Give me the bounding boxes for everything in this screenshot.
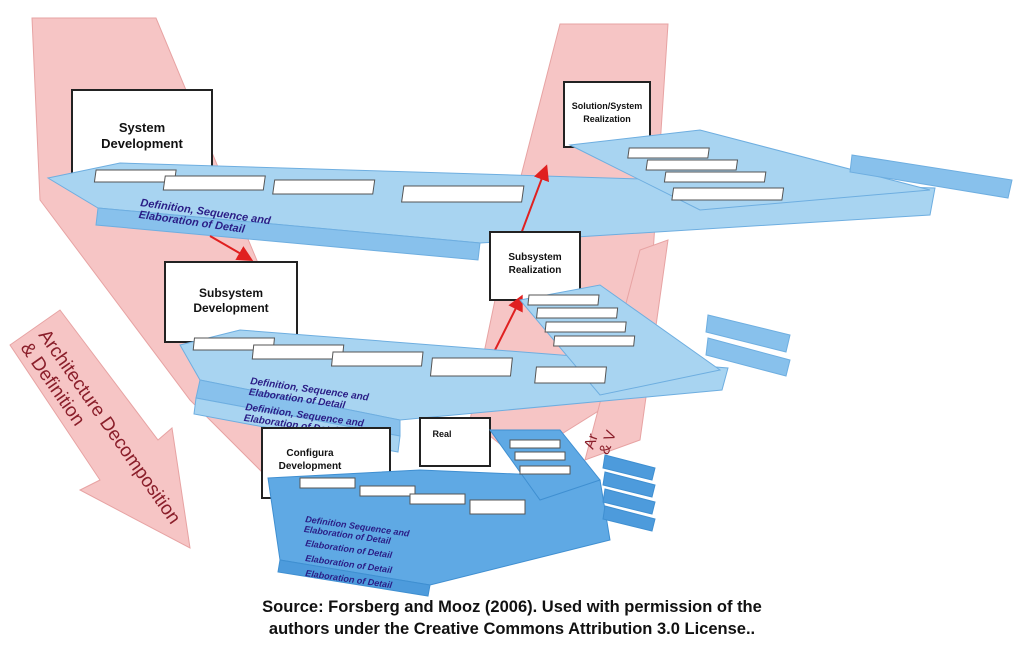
caption-line-2: authors under the Creative Commons Attri…: [268, 620, 756, 638]
svg-text:Realization: Realization: [583, 114, 631, 124]
svg-text:Solution/System: Solution/System: [572, 101, 643, 111]
subsystem-development-box: Subsystem Development: [164, 261, 298, 343]
svg-text:Subsystem: Subsystem: [199, 286, 263, 300]
svg-text:Development: Development: [101, 136, 183, 151]
svg-text:Development: Development: [279, 461, 342, 472]
svg-text:System: System: [119, 120, 165, 135]
svg-text:Development: Development: [193, 301, 268, 315]
svg-text:Configura: Configura: [286, 448, 334, 459]
svg-text:Subsystem: Subsystem: [508, 252, 561, 263]
solution-system-realization-box: Solution/System Realization: [563, 81, 651, 148]
architecture-decomposition-arrow: [9, 309, 191, 549]
source-caption: Source: Forsberg and Mooz (2006). Used w…: [0, 596, 1024, 640]
v-model-diagram: Architecture Decomposition & Definition …: [9, 17, 1013, 597]
system-level-plate: Definition, Sequence and Elaboration of …: [46, 129, 1013, 261]
svg-text:Realization: Realization: [509, 265, 562, 276]
configuration-level-plate: Definition Sequence and Elaboration of D…: [267, 429, 656, 597]
red-connector-top: [209, 235, 254, 262]
system-development-box: System Development: [71, 89, 213, 176]
caption-line-1: Source: Forsberg and Mooz (2006). Used w…: [262, 598, 762, 616]
svg-text:Real: Real: [432, 429, 451, 439]
configuration-realization-box: Real: [419, 417, 491, 467]
subsystem-realization-box: Subsystem Realization: [489, 231, 581, 301]
